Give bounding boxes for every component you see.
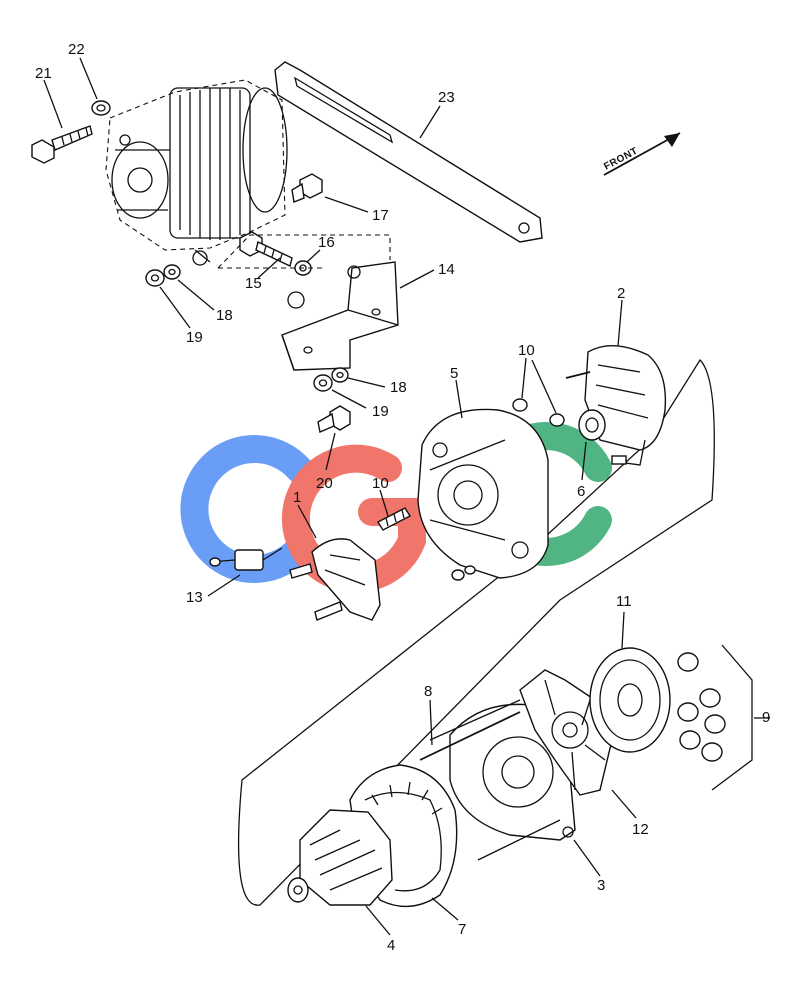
callout-15: 15 — [245, 275, 262, 292]
callout-8: 8 — [424, 683, 432, 700]
callout-18-top: 18 — [216, 307, 233, 324]
hardware-kit-9 — [677, 644, 753, 791]
front-direction-indicator — [603, 132, 681, 176]
callout-9: 9 — [762, 709, 770, 726]
callout-22: 22 — [68, 41, 85, 58]
callout-14: 14 — [438, 261, 455, 278]
rotor-4 — [287, 809, 393, 906]
studs-10-mid — [377, 507, 411, 531]
callout-16: 16 — [318, 234, 335, 251]
callout-19-mid: 19 — [372, 403, 389, 420]
callout-12: 12 — [632, 821, 649, 838]
exploded-group-border — [237, 358, 715, 906]
nuts-10-top — [512, 398, 565, 427]
callout-21: 21 — [35, 65, 52, 82]
mounting-bracket-14 — [281, 261, 399, 371]
callout-13: 13 — [186, 589, 203, 606]
watermark-g — [281, 444, 426, 593]
callout-7: 7 — [458, 921, 466, 938]
callout-18-mid: 18 — [390, 379, 407, 396]
adjusting-strap-23 — [274, 61, 543, 243]
bolt-17 — [291, 173, 323, 203]
callout-4: 4 — [387, 937, 395, 954]
nut-19-mid — [313, 374, 333, 392]
assembly-link-dashes — [217, 234, 391, 269]
slip-ring-end-frame-5 — [417, 408, 549, 579]
pulley-11 — [589, 647, 671, 753]
callout-23: 23 — [438, 89, 455, 106]
leader-lines — [43, 57, 770, 936]
small-nuts — [209, 557, 476, 581]
callout-17: 17 — [372, 207, 389, 224]
callout-3: 3 — [597, 877, 605, 894]
callout-11: 11 — [616, 593, 632, 610]
through-bolts-8 — [419, 711, 521, 761]
callout-20: 20 — [316, 475, 333, 492]
callout-5: 5 — [450, 365, 458, 382]
callout-1: 1 — [293, 489, 301, 506]
alternator-assembly — [105, 79, 288, 266]
callout-10-top: 10 — [518, 342, 535, 359]
nut-19-top — [145, 269, 165, 287]
capacitor-6 — [578, 409, 606, 441]
bolt-20 — [317, 405, 351, 433]
fan-12 — [519, 669, 613, 796]
callout-19-top: 19 — [186, 329, 203, 346]
washer-18-mid — [331, 367, 349, 383]
regulator-1 — [289, 538, 381, 621]
washer-22 — [91, 100, 111, 116]
callout-2: 2 — [617, 285, 625, 302]
bolt-21 — [31, 125, 93, 164]
bolt-15 — [239, 231, 293, 267]
callout-10-mid: 10 — [372, 475, 389, 492]
washer-18-top — [163, 264, 181, 280]
callout-6: 6 — [577, 483, 585, 500]
